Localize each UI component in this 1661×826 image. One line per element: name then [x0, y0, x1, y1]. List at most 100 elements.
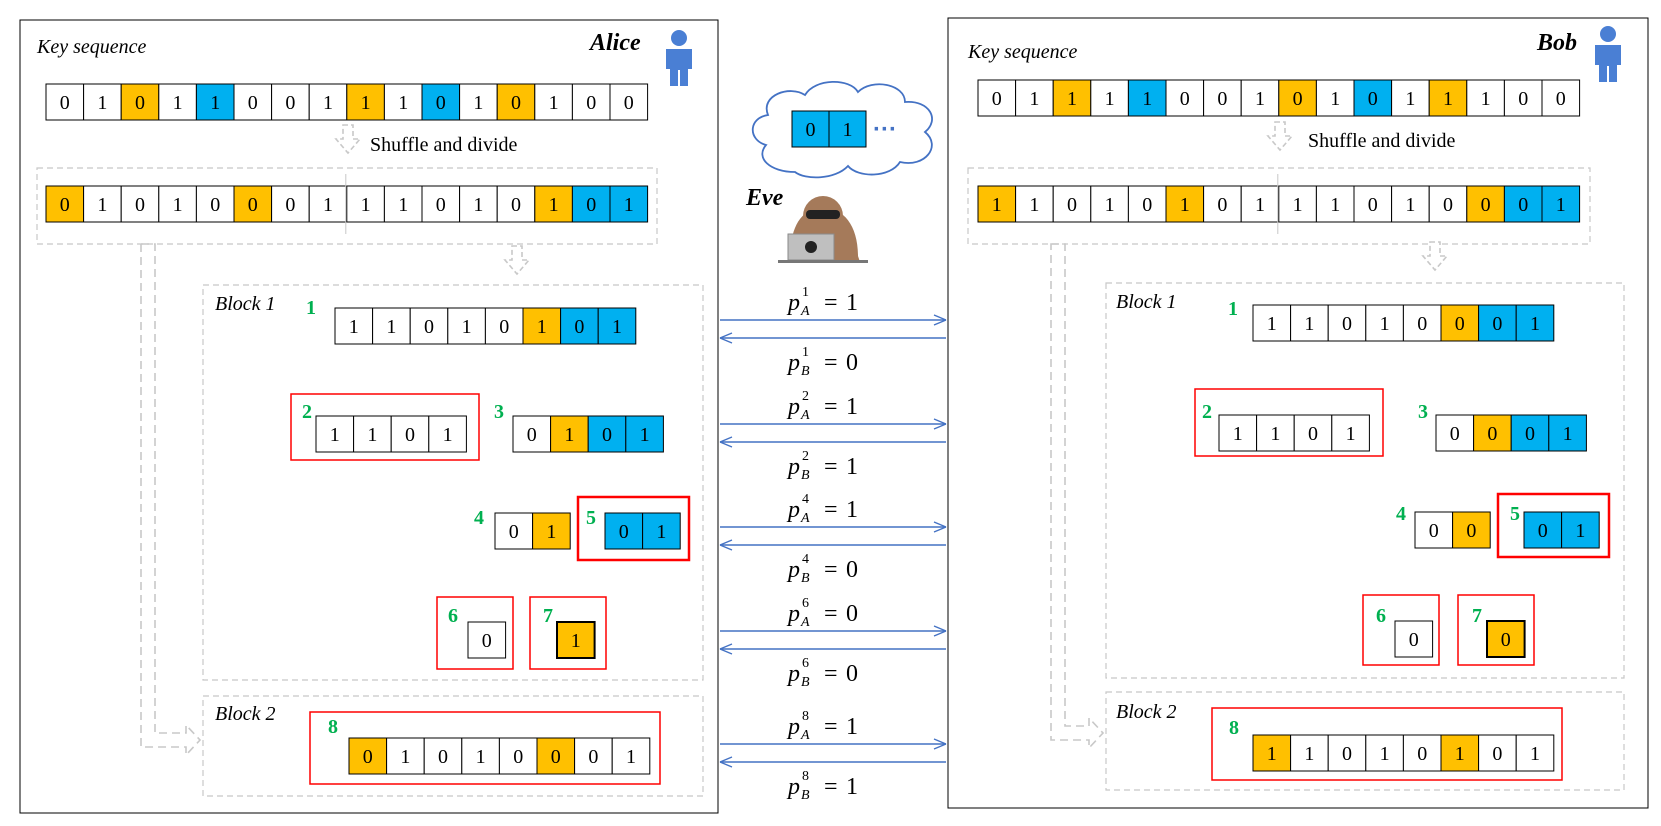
bob-segment-8-bit: 0 [1342, 743, 1352, 765]
bob-segment-3-cell [1510, 414, 1550, 452]
alice-shuffled-sequence-bit: 0 [135, 194, 145, 216]
alice-segment-1-cell [447, 307, 486, 345]
bob-segment-8-cell [1515, 734, 1555, 772]
alice-segment-1-cell [334, 307, 374, 345]
alice-shuffled-sequence-cell [609, 185, 649, 223]
eve-ellipsis: ··· [873, 116, 897, 143]
alice-segment-6: 0 [467, 621, 507, 659]
parity-equals: = [824, 601, 838, 627]
eve-captured-bits-cell [791, 110, 830, 148]
alice-shuffled-sequence-bit: 1 [323, 194, 333, 216]
alice-segment-7-number: 7 [543, 605, 553, 627]
bob-key-sequence-bit: 1 [1029, 88, 1039, 110]
parity-equals: = [824, 497, 838, 523]
bob-segment-6-number: 6 [1376, 605, 1386, 627]
parity-index: 1 [802, 345, 809, 360]
alice-shuffled-sequence-bit: 1 [624, 194, 634, 216]
alice-segment-3-bit: 0 [527, 424, 537, 446]
alice-segment-2-bit: 1 [367, 424, 377, 446]
parity-party: A [800, 408, 810, 423]
alice-segment-2-cell [428, 415, 467, 453]
alice-key-sequence-bit: 0 [436, 92, 446, 114]
bob-shuffled-sequence-bit: 0 [1142, 194, 1152, 216]
alice-segment-4-cell [494, 512, 534, 550]
parity-equals: = [824, 774, 838, 800]
alice-key-sequence-cell [534, 83, 573, 121]
alice-segment-5-bit: 0 [619, 521, 629, 543]
bob-user-icon [1595, 26, 1621, 82]
bob-shuffled-sequence-bit: 0 [1481, 194, 1491, 216]
parity-equals: = [824, 557, 838, 583]
alice-segment-2-bit: 1 [443, 424, 453, 446]
parity-party: A [800, 511, 810, 526]
bob-segment-6-highlight [1362, 594, 1440, 666]
parity-index: 1 [802, 285, 809, 300]
bob-segment-8-bit: 1 [1380, 743, 1390, 765]
bob-shuffled-sequence-cell [1541, 185, 1581, 223]
alice-shuffled-sequence-cell [459, 185, 498, 223]
alice-name: Alice [588, 30, 641, 56]
alice-shuffled-sequence-bit: 1 [473, 194, 483, 216]
bob-block1-area [1105, 282, 1625, 679]
alice-key-sequence-cell [233, 83, 273, 121]
alice-segment-6-cell [467, 621, 507, 659]
alice-segment-7-highlight [529, 596, 607, 670]
alice-segment-8-highlight [309, 711, 661, 785]
alice-segment-5-cell [642, 512, 681, 550]
alice-key-sequence-cell [496, 83, 536, 121]
bob-segment-5-highlight [1496, 492, 1611, 559]
parity-value: 1 [846, 774, 858, 800]
parity-party: B [801, 788, 810, 803]
bob-shuffled-sequence-bit: 1 [1330, 194, 1340, 216]
bob-key-sequence-cell [1541, 79, 1581, 117]
alice-segment-7-cell [556, 621, 596, 659]
parity-symbol: p [786, 557, 800, 583]
bob-segment-6-bit: 0 [1409, 629, 1419, 651]
bob-segment-1-bit: 1 [1267, 313, 1277, 335]
bob-segment-1-bit: 1 [1530, 313, 1540, 335]
parity-symbol: p [786, 454, 800, 480]
bob-segment-3-bit: 0 [1450, 423, 1460, 445]
bob-segment-8-bit: 1 [1530, 743, 1540, 765]
bob-key-sequence-cell [1503, 79, 1543, 117]
alice-key-sequence-bit: 1 [173, 92, 183, 114]
alice-segment-7-bit: 1 [571, 630, 581, 652]
parity-index: 4 [802, 552, 809, 567]
alice-key-sequence-bit: 1 [549, 92, 559, 114]
bob-name: Bob [1536, 30, 1577, 56]
alice-segment-8-bit: 0 [363, 746, 373, 768]
bob-segment-7-bit: 0 [1501, 629, 1511, 651]
parity-value: 1 [846, 394, 858, 420]
bob-key-sequence-bit: 1 [1067, 88, 1077, 110]
alice-shuffled-sequence-bit: 1 [361, 194, 371, 216]
bob-segment-8-cell [1478, 734, 1517, 772]
bob-block1-arrow [1421, 241, 1449, 272]
alice-segment-2-bit: 1 [330, 424, 340, 446]
bob-segment-8-bit: 1 [1267, 743, 1277, 765]
bob-panel [947, 17, 1649, 809]
alice-shuffled-sequence-bit: 1 [97, 194, 107, 216]
bob-key-sequence-cell [1090, 79, 1129, 117]
bob-segment-3-bit: 0 [1487, 423, 1497, 445]
parity-arrow-to-alice-1 [719, 332, 946, 344]
alice-segment-8-bit: 1 [400, 746, 410, 768]
bob-segment-5-cell [1561, 511, 1600, 549]
bob-shuffle-arrow [1266, 121, 1294, 152]
parity-index: 6 [802, 596, 809, 611]
alice-panel [19, 19, 719, 814]
bob-segment-2-bit: 1 [1270, 423, 1280, 445]
bob-key-sequence-bit: 1 [1142, 88, 1152, 110]
parity-arrow-to-bob-6 [720, 625, 947, 637]
parity-party: A [800, 615, 810, 630]
alice-key-sequence-cell [195, 83, 235, 121]
alice-segment-6-highlight [436, 596, 514, 670]
alice-key-sequence-cell [459, 83, 498, 121]
